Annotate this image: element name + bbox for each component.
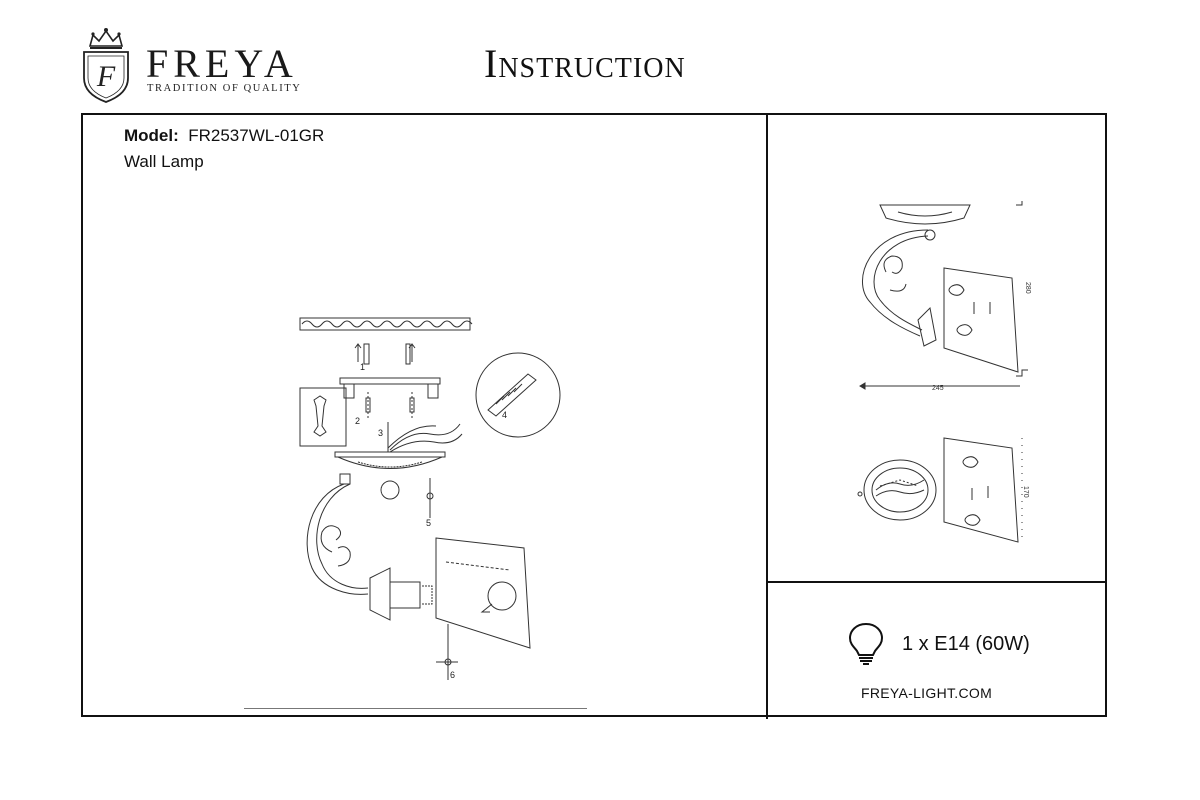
content-frame (81, 113, 1107, 717)
crest-icon: F (83, 28, 129, 103)
width-dimension: 245 (932, 385, 944, 392)
step-label-2: 2 (355, 416, 360, 426)
model-line: Model: FR2537WL-01GR (124, 127, 324, 144)
shade-drawing (435, 537, 531, 649)
crest-letter: F (96, 60, 116, 93)
step-label-6: 6 (450, 670, 455, 680)
wrench-icon (299, 387, 347, 447)
step-label-5: 5 (426, 518, 431, 528)
bottom-rule (244, 708, 587, 709)
vertical-divider (766, 113, 768, 719)
brand-tagline: TRADITION OF QUALITY (147, 83, 302, 94)
side-view-drawing: 280 245 (840, 190, 1050, 410)
step-label-4: 4 (502, 410, 507, 420)
horizontal-divider (766, 581, 1107, 583)
page-title: Instruction (484, 41, 686, 86)
screws-drawing (354, 343, 416, 365)
website-url: FREYA-LIGHT.COM (861, 685, 993, 701)
model-label: Model: (124, 126, 179, 145)
depth-dimension: 170 (1022, 486, 1029, 498)
step-label-3: 3 (378, 428, 383, 438)
height-dimension: 280 (1024, 282, 1031, 294)
step-label-1: 1 (360, 362, 365, 372)
top-view-drawing: 170 (840, 430, 1050, 560)
bulb-spec: 1 x E14 (60W) (902, 633, 1030, 655)
light-bulb-icon (848, 622, 884, 666)
assembly-diagram: 1 2 4 3 (240, 300, 570, 700)
model-number: FR2537WL-01GR (188, 126, 325, 145)
canopy-drawing (334, 451, 446, 500)
brand-logo: F FREYA TRADITION OF QUALITY (76, 26, 326, 106)
product-type: Wall Lamp (124, 152, 204, 171)
mounting-plate-drawing (299, 317, 473, 331)
brand-name: FREYA (146, 41, 298, 86)
terminal-detail-drawing (475, 352, 561, 438)
arm-drawing (306, 473, 369, 595)
